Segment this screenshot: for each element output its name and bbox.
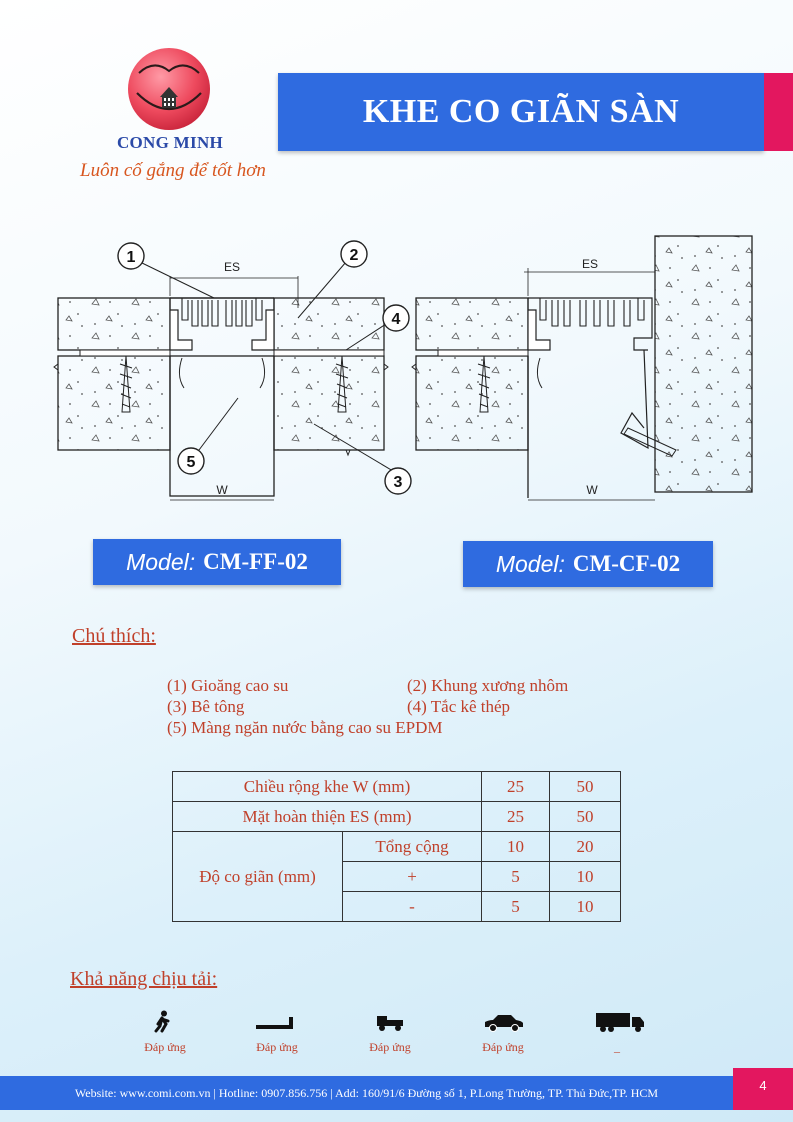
load-label-pedestrian: Đáp ứng [144, 1040, 186, 1054]
page-number-box [733, 1068, 793, 1110]
load-label-car: Đáp ứng [482, 1040, 524, 1054]
table-cell: 25 [481, 771, 550, 802]
callout-3: 3 [394, 474, 403, 491]
cong-minh-logo [128, 48, 210, 130]
table-cell: 50 [549, 801, 621, 832]
table-cell: 10 [549, 891, 621, 922]
legend-item-5: (5) Màng ngăn nước bằng cao su EPDM [167, 718, 443, 737]
cf-w-label: W [586, 483, 598, 497]
table-cell: + [342, 861, 482, 892]
table-cell: - [342, 891, 482, 922]
table-cell: 5 [481, 861, 550, 892]
spec-table: Chiều rộng khe W (mm) 25 50 Mặt hoàn thi… [172, 771, 621, 922]
ff-es-label: ES [224, 260, 240, 274]
legend-item-4: (4) Tắc kê thép [407, 697, 511, 716]
load-label-forklift: Đáp ứng [256, 1040, 298, 1054]
callout-4: 4 [392, 311, 401, 328]
table-cell: 50 [549, 771, 621, 802]
callout-5: 5 [187, 454, 196, 471]
page-number: 4 [759, 1078, 767, 1093]
table-cell: 25 [481, 801, 550, 832]
brand-name: CONG MINH [116, 133, 224, 152]
table-cell: Mặt hoàn thiện ES (mm) [172, 801, 482, 832]
legend-heading: Chú thích: [72, 625, 156, 647]
model-badge-cf: Model: CM-CF-02 [463, 541, 713, 587]
load-capacity-heading: Khả năng chịu tải: [70, 968, 218, 990]
table-cell: Độ co giãn (mm) [172, 831, 343, 922]
load-label-light-truck: Đáp ứng [369, 1040, 411, 1054]
ff-w-label: W [216, 483, 228, 497]
title-accent [764, 73, 793, 151]
table-cell: 20 [549, 831, 621, 862]
table-row: Chiều rộng khe W (mm) 25 50 [172, 771, 621, 802]
table-cell: 10 [549, 861, 621, 892]
model-prefix: Model: [495, 550, 565, 577]
table-cell: Tổng cộng [342, 831, 482, 862]
table-row: Độ co giãn (mm) Tổng cộng 10 20 [172, 831, 621, 922]
legend-item-2: (2) Khung xương nhôm [407, 676, 569, 695]
callout-1: 1 [127, 249, 136, 266]
table-cell: 10 [481, 831, 550, 862]
title-bar [278, 73, 764, 151]
legend-item-1: (1) Gioăng cao su [167, 676, 289, 695]
forklift-icon [256, 1017, 293, 1029]
drawing-cm-cf-02: ES W [411, 235, 753, 501]
table-row: - 5 10 [173, 891, 621, 922]
drawing-cm-ff-02: ES W 1 2 3 4 5 [53, 240, 412, 501]
footer-bar [0, 1076, 733, 1110]
model-prefix: Model: [126, 548, 196, 575]
callout-2: 2 [350, 247, 359, 264]
heavy-truck-icon [596, 1013, 644, 1032]
brand-slogan: Luôn cố gắng để tốt hơn [80, 160, 266, 181]
model-code: CM-FF-02 [203, 549, 308, 574]
model-code: CM-CF-02 [572, 551, 681, 576]
footer-contact: Website: www.comi.com.vn | Hotline: 0907… [74, 1086, 659, 1100]
legend-item-3: (3) Bê tông [167, 697, 245, 716]
pedestrian-icon [154, 1010, 170, 1033]
table-row: Mặt hoàn thiện ES (mm) 25 50 [172, 801, 621, 832]
car-icon [485, 1015, 523, 1032]
load-label-heavy-truck: _ [614, 1040, 620, 1054]
table-cell: Chiều rộng khe W (mm) [172, 771, 482, 802]
cf-es-label: ES [582, 257, 598, 271]
page-title: KHE CO GIÃN SÀN [362, 93, 680, 130]
table-cell: 5 [481, 891, 550, 922]
light-truck-icon [377, 1016, 403, 1031]
model-badge-ff: Model: CM-FF-02 [93, 539, 341, 585]
